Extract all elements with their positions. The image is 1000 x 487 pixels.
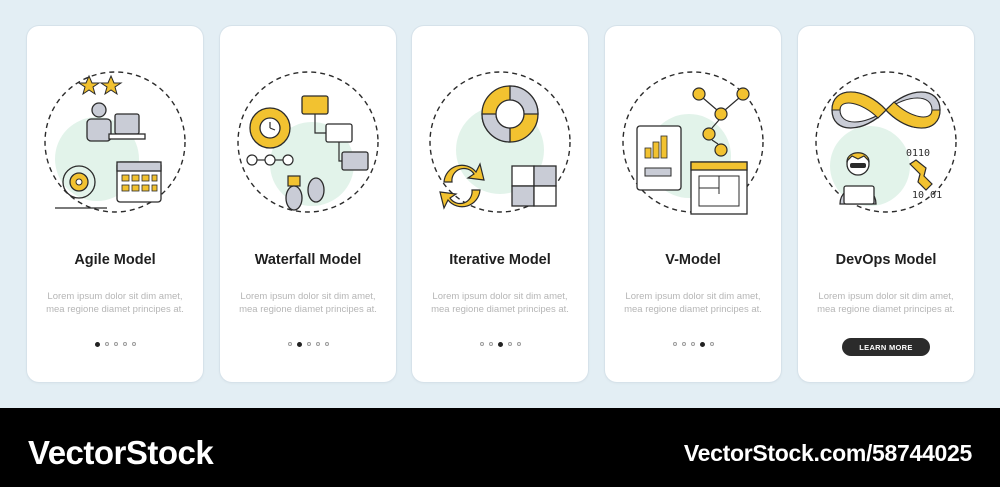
page-dot-4[interactable] — [122, 342, 127, 346]
page-dot-2[interactable] — [296, 341, 302, 347]
pagination-dots[interactable] — [27, 341, 203, 347]
onboarding-screen-iterative: Iterative Model Lorem ipsum dolor sit di… — [412, 26, 588, 382]
page-dot-2[interactable] — [488, 342, 493, 346]
binary-text: 0110 — [906, 148, 930, 159]
page-dot-1[interactable] — [672, 342, 677, 346]
page-dot-2[interactable] — [104, 342, 109, 346]
card-title: Iterative Model — [449, 252, 551, 268]
card-description: Lorem ipsum dolor sit dim amet, mea regi… — [239, 291, 377, 315]
page-dot-1[interactable] — [94, 341, 100, 347]
page-dot-5[interactable] — [709, 342, 714, 346]
onboarding-screen-waterfall: Waterfall Model Lorem ipsum dolor sit di… — [220, 26, 396, 382]
card-title: Agile Model — [74, 252, 156, 268]
card-description: Lorem ipsum dolor sit dim amet, mea regi… — [817, 291, 955, 315]
pagination-dots[interactable] — [605, 341, 781, 347]
pagination-dots[interactable] — [220, 341, 396, 347]
page-dot-3[interactable] — [690, 342, 695, 346]
page-dot-4[interactable] — [699, 341, 705, 347]
waterfall-icon — [237, 71, 379, 213]
onboarding-stage: Agile Model Lorem ipsum dolor sit dim am… — [27, 26, 974, 382]
onboarding-screen-v-model: V-Model Lorem ipsum dolor sit dim amet, … — [605, 26, 781, 382]
card-description: Lorem ipsum dolor sit dim amet, mea regi… — [431, 291, 569, 315]
card-description: Lorem ipsum dolor sit dim amet, mea regi… — [624, 291, 762, 315]
devops-icon: 0110 10 01 — [815, 71, 957, 213]
binary-text: 10 01 — [912, 190, 942, 201]
page-dot-3[interactable] — [497, 341, 503, 347]
card-title: DevOps Model — [835, 252, 937, 268]
watermark-id: VectorStock.com/58744025 — [683, 440, 972, 466]
watermark-bar: VectorStock VectorStock.com/58744025 — [0, 408, 1000, 487]
page-dot-1[interactable] — [479, 342, 484, 346]
learn-more-button[interactable]: LEARN MORE — [842, 338, 930, 356]
agile-icon — [44, 71, 186, 213]
iterative-icon — [429, 71, 571, 213]
page-dot-1[interactable] — [287, 342, 292, 346]
card-title: V-Model — [665, 252, 721, 268]
page-dot-3[interactable] — [306, 342, 311, 346]
v-model-icon — [622, 71, 764, 215]
card-title: Waterfall Model — [254, 252, 362, 268]
onboarding-screen-agile: Agile Model Lorem ipsum dolor sit dim am… — [27, 26, 203, 382]
watermark-logo: VectorStock — [28, 434, 214, 471]
page-dot-4[interactable] — [507, 342, 512, 346]
card-description: Lorem ipsum dolor sit dim amet, mea regi… — [46, 291, 184, 315]
page-dot-5[interactable] — [516, 342, 521, 346]
page-dot-3[interactable] — [113, 342, 118, 346]
page-dot-5[interactable] — [131, 342, 136, 346]
page-dot-5[interactable] — [324, 342, 329, 346]
pagination-dots[interactable] — [412, 341, 588, 347]
page-dot-2[interactable] — [681, 342, 686, 346]
onboarding-screen-devops: 0110 10 01 DevOps Model Lorem ipsum dolo… — [798, 26, 974, 382]
page-dot-4[interactable] — [315, 342, 320, 346]
